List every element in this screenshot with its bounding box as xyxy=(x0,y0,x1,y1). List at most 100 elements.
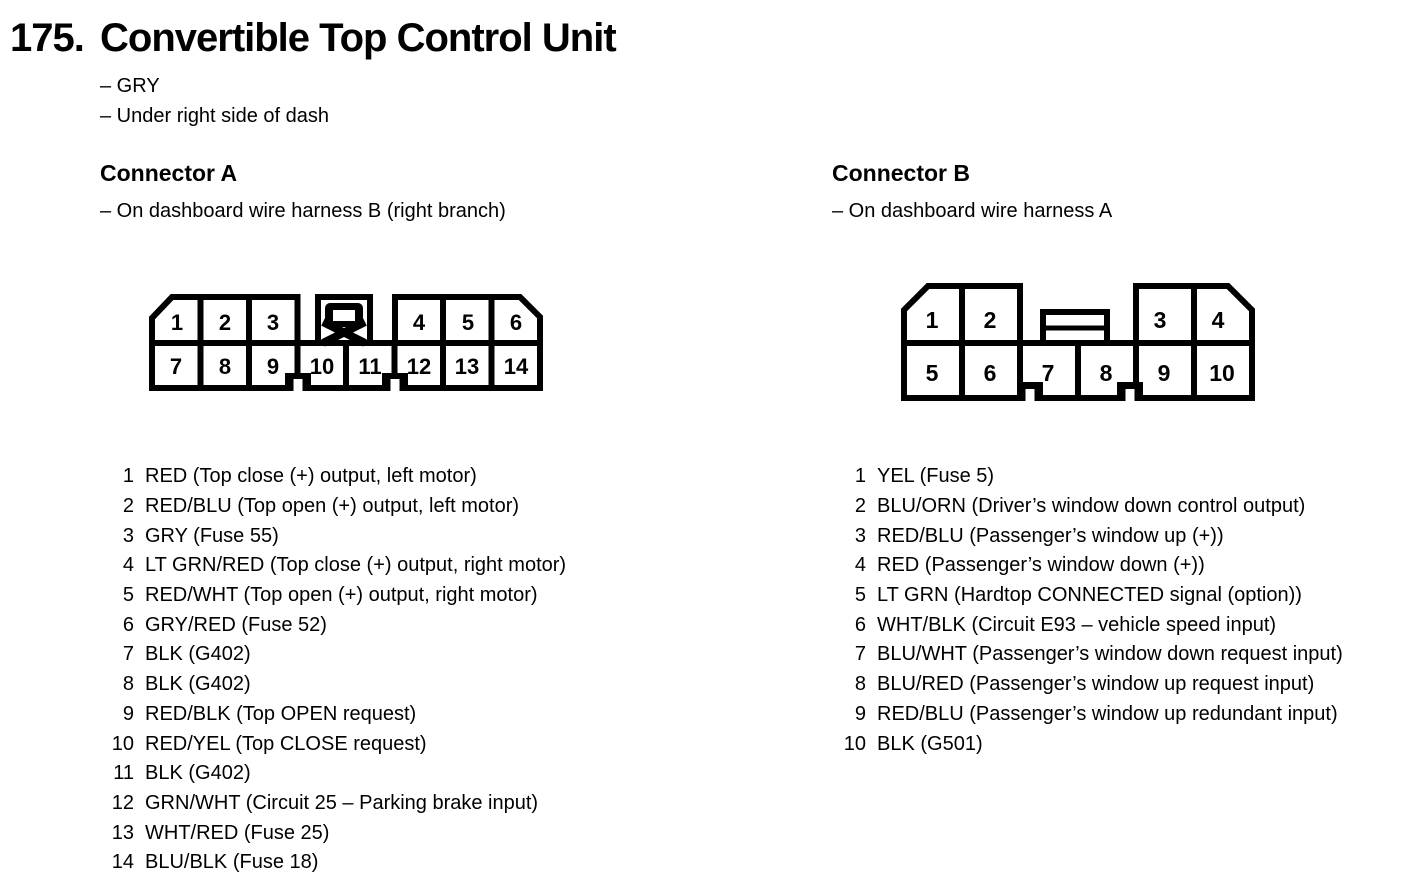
pin-row: 2 RED/BLU (Top open (+) output, left moto… xyxy=(104,492,566,522)
pin-number: 2 xyxy=(122,495,134,518)
pin-description: BLU/WHT (Passenger’s window down request… xyxy=(877,643,1343,666)
pin-row: 4 LT GRN/RED (Top close (+) output, right… xyxy=(104,551,566,581)
pin-number: 14 xyxy=(111,851,134,874)
pin-number: 1 xyxy=(854,465,866,488)
connector-a-cavity-14: 14 xyxy=(504,354,529,379)
pin-number: 10 xyxy=(111,732,134,755)
unit-notes: – GRY – Under right side of dash xyxy=(100,72,329,131)
connector-a-cavity-10: 10 xyxy=(310,354,334,379)
connector-b-cavity-7: 7 xyxy=(1042,360,1055,386)
pin-description: BLU/ORN (Driver’s window down control ou… xyxy=(877,495,1306,518)
pin-row: 14 BLU/BLK (Fuse 18) xyxy=(104,848,566,878)
connector-a-top-right-dividers xyxy=(440,297,495,343)
page-title: 175. Convertible Top Control Unit xyxy=(10,16,617,61)
connector-b-cavity-numbers: 1 2 3 4 5 6 7 8 9 10 xyxy=(926,307,1235,386)
connector-b-cavity-10: 10 xyxy=(1209,360,1235,386)
connector-b-cavity-8: 8 xyxy=(1100,360,1113,386)
connector-a-cavity-13: 13 xyxy=(455,354,479,379)
connector-a-cavity-5: 5 xyxy=(462,310,474,335)
pin-number: 1 xyxy=(122,465,134,488)
connector-b-diagram: 1 2 3 4 5 6 7 8 9 10 xyxy=(901,283,1255,405)
connector-a-cavity-11: 11 xyxy=(358,354,381,379)
pin-description: BLU/RED (Passenger’s window up request i… xyxy=(877,673,1315,696)
pin-description: BLK (G402) xyxy=(145,762,251,785)
pin-number: 4 xyxy=(854,554,866,577)
connector-a-cavity-7: 7 xyxy=(170,354,182,379)
connector-a-key-slots xyxy=(285,373,408,395)
connector-b-cavity-2: 2 xyxy=(984,307,997,333)
connector-a-top-left-dividers xyxy=(197,297,252,343)
pin-row: 1 YEL (Fuse 5) xyxy=(836,462,1343,492)
pin-description: GRN/WHT (Circuit 25 – Parking brake inpu… xyxy=(145,791,539,814)
connector-a-latch-icon xyxy=(321,303,367,347)
connector-a-cavity-3: 3 xyxy=(267,310,279,335)
pin-description: LT GRN/RED (Top close (+) output, right … xyxy=(145,554,567,577)
connector-a-top-right-group xyxy=(392,294,543,346)
section-title: Convertible Top Control Unit xyxy=(100,16,617,60)
connector-a-cavity-1: 1 xyxy=(171,310,183,335)
connector-a-diagram: 1 2 3 4 5 6 7 8 9 10 11 12 13 14 xyxy=(149,294,543,395)
connector-b-cavity-4: 4 xyxy=(1212,307,1225,333)
connector-a-cavity-12: 12 xyxy=(407,354,431,379)
pin-description: BLK (G402) xyxy=(145,643,251,666)
pin-row: 4 RED (Passenger’s window down (+)) xyxy=(836,551,1343,581)
connector-b-key-slots xyxy=(1017,382,1143,405)
unit-note-color: – GRY xyxy=(100,75,160,97)
pin-row: 1 RED (Top close (+) output, left motor) xyxy=(104,462,566,492)
pin-description: RED/BLU (Passenger’s window up (+)) xyxy=(877,524,1224,547)
pin-number: 6 xyxy=(122,613,134,636)
pin-description: RED/WHT (Top open (+) output, right moto… xyxy=(145,584,538,607)
pin-description: WHT/RED (Fuse 25) xyxy=(145,821,330,844)
connector-b-note: – On dashboard wire harness A xyxy=(832,200,1113,222)
pin-description: RED/YEL (Top CLOSE request) xyxy=(145,732,427,755)
connector-a-cavity-8: 8 xyxy=(219,354,231,379)
connector-b-cavity-3: 3 xyxy=(1154,307,1167,333)
pin-row: 7 BLU/WHT (Passenger’s window down reques… xyxy=(836,640,1343,670)
connector-a-note: – On dashboard wire harness B (right bra… xyxy=(100,200,506,222)
pin-number: 5 xyxy=(854,584,866,607)
pin-description: RED/BLU (Top open (+) output, left motor… xyxy=(145,495,520,518)
pin-description: BLK (G402) xyxy=(145,673,251,696)
connector-a-cavity-6: 6 xyxy=(510,310,522,335)
connector-a-heading: Connector A xyxy=(100,160,238,186)
pin-number: 10 xyxy=(843,732,866,755)
connector-a-cavity-numbers: 1 2 3 4 5 6 7 8 9 10 11 12 13 14 xyxy=(170,310,529,379)
pin-description: RED/BLK (Top OPEN request) xyxy=(145,702,417,725)
section-number: 175. xyxy=(10,16,85,60)
pin-description: RED (Passenger’s window down (+)) xyxy=(877,554,1205,577)
connector-b-cavity-6: 6 xyxy=(984,360,997,386)
pin-number: 8 xyxy=(854,673,866,696)
connector-b-latch-icon xyxy=(1040,309,1110,346)
pin-description: RED (Top close (+) output, left motor) xyxy=(145,465,477,488)
pin-row: 13 WHT/RED (Fuse 25) xyxy=(104,818,566,848)
unit-note-location: – Under right side of dash xyxy=(100,104,330,127)
connector-b-cavity-5: 5 xyxy=(926,360,939,386)
connector-a-cavity-4: 4 xyxy=(413,310,426,335)
pin-number: 4 xyxy=(122,554,134,577)
pin-number: 12 xyxy=(111,791,134,814)
pin-description: BLU/BLK (Fuse 18) xyxy=(145,851,319,874)
pin-number: 6 xyxy=(854,613,866,636)
pin-number: 7 xyxy=(854,643,866,666)
pin-description: GRY (Fuse 55) xyxy=(145,524,279,547)
connector-a-cavity-9: 9 xyxy=(267,354,279,379)
pin-number: 9 xyxy=(854,702,866,725)
pin-row: 10 RED/YEL (Top CLOSE request) xyxy=(104,729,566,759)
pin-description: GRY/RED (Fuse 52) xyxy=(145,613,327,636)
pin-description: YEL (Fuse 5) xyxy=(877,465,995,488)
connector-a-bottom-dividers xyxy=(197,343,495,388)
pin-number: 13 xyxy=(111,821,134,844)
connector-b-cavity-9: 9 xyxy=(1158,360,1171,386)
connector-b-cavity-1: 1 xyxy=(926,307,939,333)
